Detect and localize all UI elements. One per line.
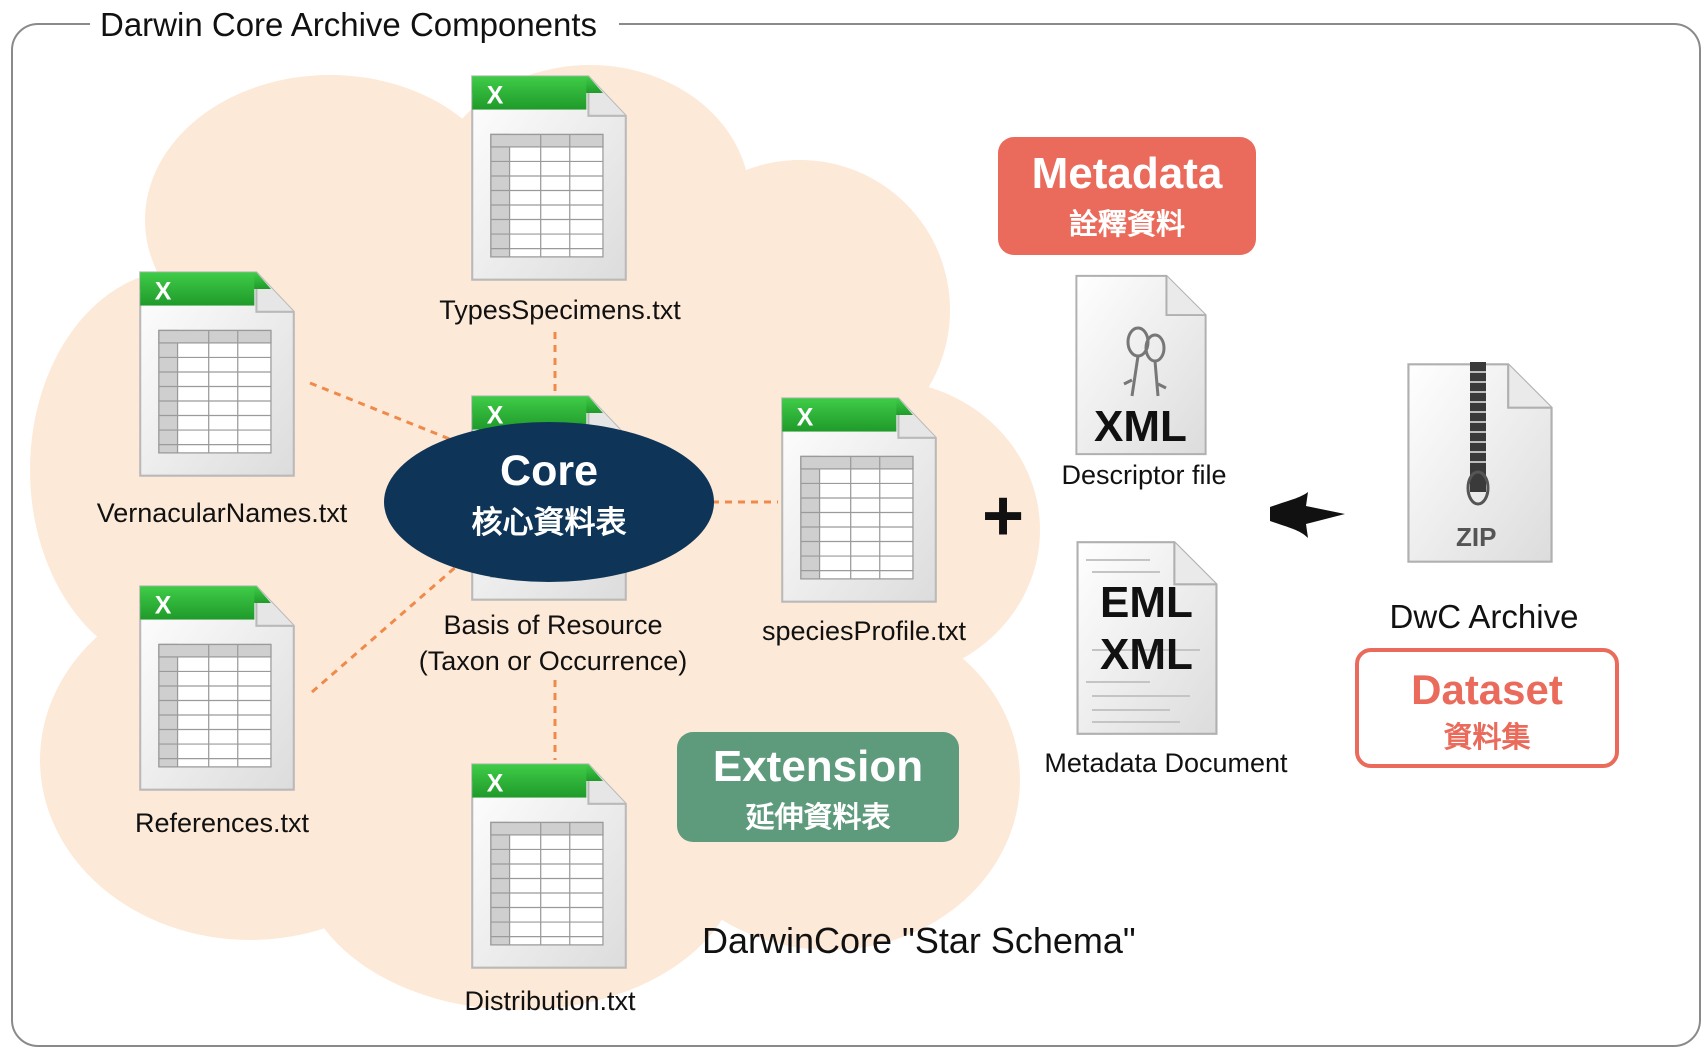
metadata-subtitle: 詮釋資料 [1068,207,1185,241]
vernacular-names-label: VernacularNames.txt [96,498,348,528]
references-sheet-icon [139,585,295,791]
zipper-icon [1466,362,1490,506]
eml-xml-icon-text: XML [1100,630,1193,679]
dwc-archive-label: DwC Archive [1389,598,1579,635]
extension-title: Extension [712,742,924,791]
descriptor-icon-text: XML [1094,402,1187,451]
metadata-document-label: Metadata Document [1044,748,1288,778]
dataset-title: Dataset [1411,666,1563,713]
arrow-icon [1270,492,1345,538]
dataset-badge: Dataset 資料集 [1355,648,1619,768]
distribution-sheet-icon [471,763,627,969]
metadata-badge: Metadata 詮釋資料 [998,137,1256,255]
extension-subtitle: 延伸資料表 [745,800,891,834]
schema-caption: DarwinCore "Star Schema" [702,920,1136,961]
species-profile-label: speciesProfile.txt [761,616,967,646]
connector-references [311,563,459,694]
core-file-label: Basis of Resource [443,610,663,640]
dataset-subtitle: 資料集 [1443,720,1531,754]
distribution-label: Distribution.txt [464,986,636,1016]
species-profile-sheet-icon [781,397,937,603]
types-specimens-label: TypesSpecimens.txt [439,295,681,325]
connector-lines [309,332,778,760]
extension-badge: Extension 延伸資料表 [677,732,959,842]
frame-title: Darwin Core Archive Components [90,6,620,44]
core-ellipse [384,422,714,582]
types-specimens-sheet-icon [471,75,627,281]
core-label: Core 核心資料表 [383,450,715,542]
keys-icon [1123,326,1167,397]
connector-vernacular-names [309,381,473,450]
core-subtitle: 核心資料表 [471,505,627,541]
eml-icon-text: EML [1100,578,1193,627]
core-file-sublabel: (Taxon or Occurrence) [418,646,688,676]
descriptor-label: Descriptor file [1061,460,1227,490]
core-title: Core [500,447,598,495]
references-label: References.txt [134,808,310,838]
zip-icon-text: ZIP [1456,522,1497,552]
document-text-lines [1086,559,1200,723]
frame-border [11,23,1701,1047]
plus-symbol: + [982,476,1025,556]
metadata-title: Metadata [1031,149,1223,198]
vernacular-names-sheet-icon [139,271,295,477]
